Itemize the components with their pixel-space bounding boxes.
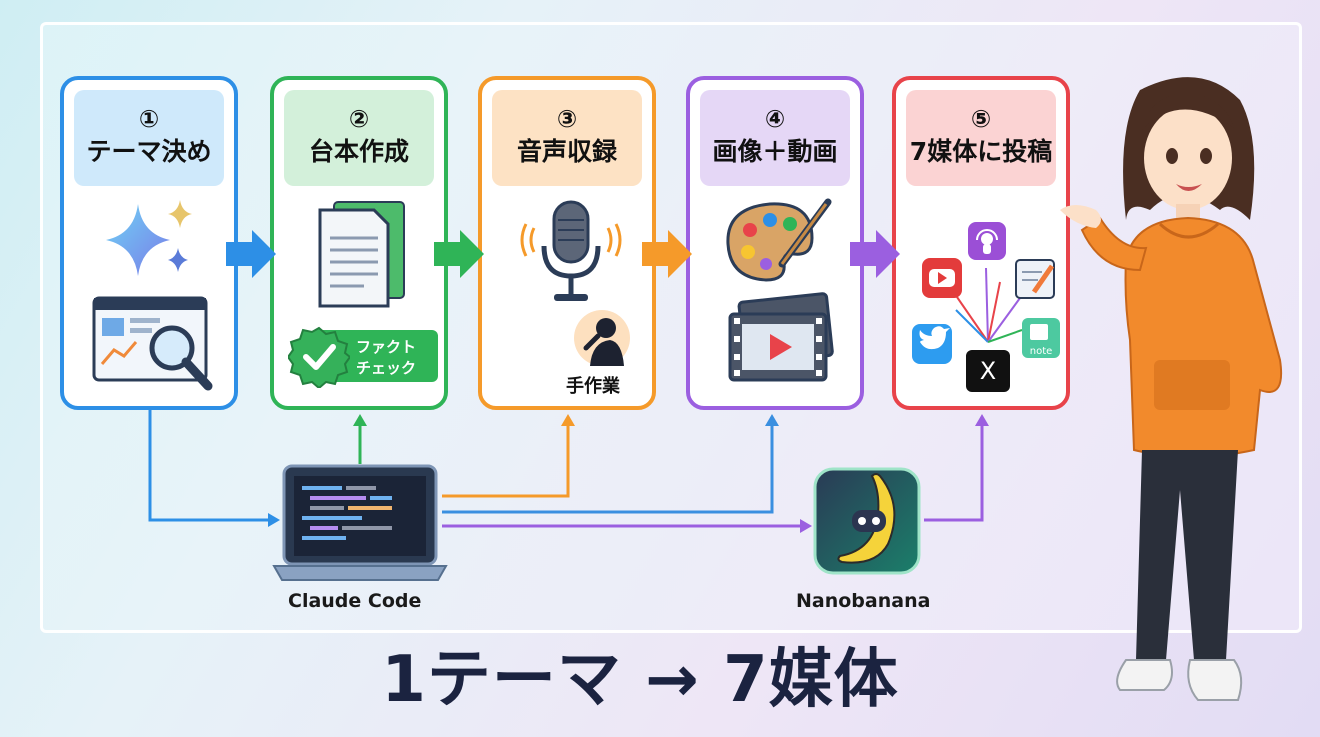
nanobanana-robot-icon: [813, 467, 921, 575]
headline: 1テーマ → 7媒体: [381, 643, 899, 717]
fact-check-label-line2: チェック: [356, 359, 417, 377]
search-analytics-icon: [92, 296, 213, 391]
arrow-2-to-3: [434, 230, 484, 278]
step-title: テーマ決め: [86, 137, 212, 166]
step-header: ① テーマ決め: [74, 90, 224, 186]
fact-check-label-line1: ファクト: [356, 338, 417, 356]
step-card-theme: ① テーマ決め: [60, 76, 238, 410]
svg-text:note: note: [1030, 346, 1053, 357]
step-number: ②: [348, 105, 370, 133]
media-distribution-icon: X note: [912, 222, 1060, 392]
manual-work-label: 手作業: [566, 376, 620, 397]
step-header: ③ 音声収録: [492, 90, 642, 186]
step-title: 台本作成: [308, 137, 409, 166]
step-card-recording: ③ 音声収録 手作業: [478, 76, 656, 410]
step-card-script: ② 台本作成 ファクト チェック: [270, 76, 448, 410]
arrow-4-to-5: [850, 230, 900, 278]
document-icon: [318, 201, 405, 308]
step-header: ⑤ 7媒体に投稿: [906, 90, 1056, 186]
x-logo-icon: [966, 350, 1010, 392]
arrow-1-to-2: [226, 230, 276, 278]
microphone-icon: [520, 200, 622, 301]
laptop-code-icon: [272, 464, 448, 581]
step-number: ④: [764, 105, 786, 133]
sparkle-icon: [106, 200, 192, 276]
step-header: ② 台本作成: [284, 90, 434, 186]
nanobanana-label: Nanobanana: [796, 590, 931, 612]
step-card-media: ④ 画像＋動画: [686, 76, 864, 410]
video-film-icon: [728, 292, 834, 382]
check-seal-icon: [288, 326, 350, 388]
step-title: 画像＋動画: [712, 137, 838, 166]
diagram-frame: [40, 22, 1302, 633]
step-card-publish: ⑤ 7媒体に投稿 X note: [892, 76, 1070, 410]
step-header: ④ 画像＋動画: [700, 90, 850, 186]
step-number: ①: [138, 105, 160, 133]
presenter-character: [1060, 77, 1282, 701]
singer-icon: [574, 310, 630, 366]
step-number: ③: [556, 105, 578, 133]
step-number: ⑤: [970, 105, 992, 133]
claude-code-label: Claude Code: [288, 590, 422, 612]
step-title: 音声収録: [516, 137, 617, 166]
svg-text:X: X: [980, 357, 996, 385]
step-title: 7媒体に投稿: [909, 137, 1053, 166]
arrow-3-to-4: [642, 230, 692, 278]
palette-icon: [726, 198, 832, 282]
